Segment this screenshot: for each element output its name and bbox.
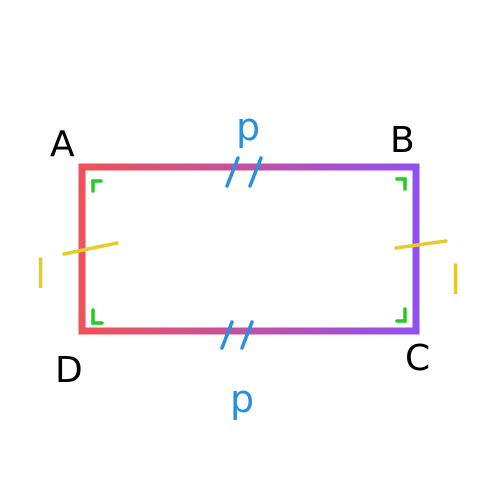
side-label-left: l bbox=[35, 252, 46, 298]
right-angle-mark-c bbox=[395, 307, 407, 323]
right-angle-marks bbox=[91, 177, 407, 325]
right-angle-mark-a bbox=[91, 179, 103, 193]
vertex-label-b: B bbox=[390, 120, 415, 161]
right-angle-mark-d bbox=[91, 308, 104, 325]
tick-marks-left-side bbox=[62, 241, 119, 256]
tick-marks-top-side bbox=[225, 156, 263, 188]
tick-marks-bottom-side bbox=[220, 320, 254, 350]
side-label-right: l bbox=[450, 258, 461, 304]
tick-marks-right-side bbox=[394, 239, 448, 250]
vertex-label-d: D bbox=[55, 350, 83, 391]
rectangle-abcd bbox=[78, 163, 420, 335]
side-label-top: p bbox=[236, 105, 260, 149]
side-label-bottom: p bbox=[230, 377, 254, 421]
right-angle-mark-b bbox=[395, 177, 407, 191]
vertex-label-a: A bbox=[50, 124, 75, 165]
vertex-label-c: C bbox=[405, 338, 430, 379]
